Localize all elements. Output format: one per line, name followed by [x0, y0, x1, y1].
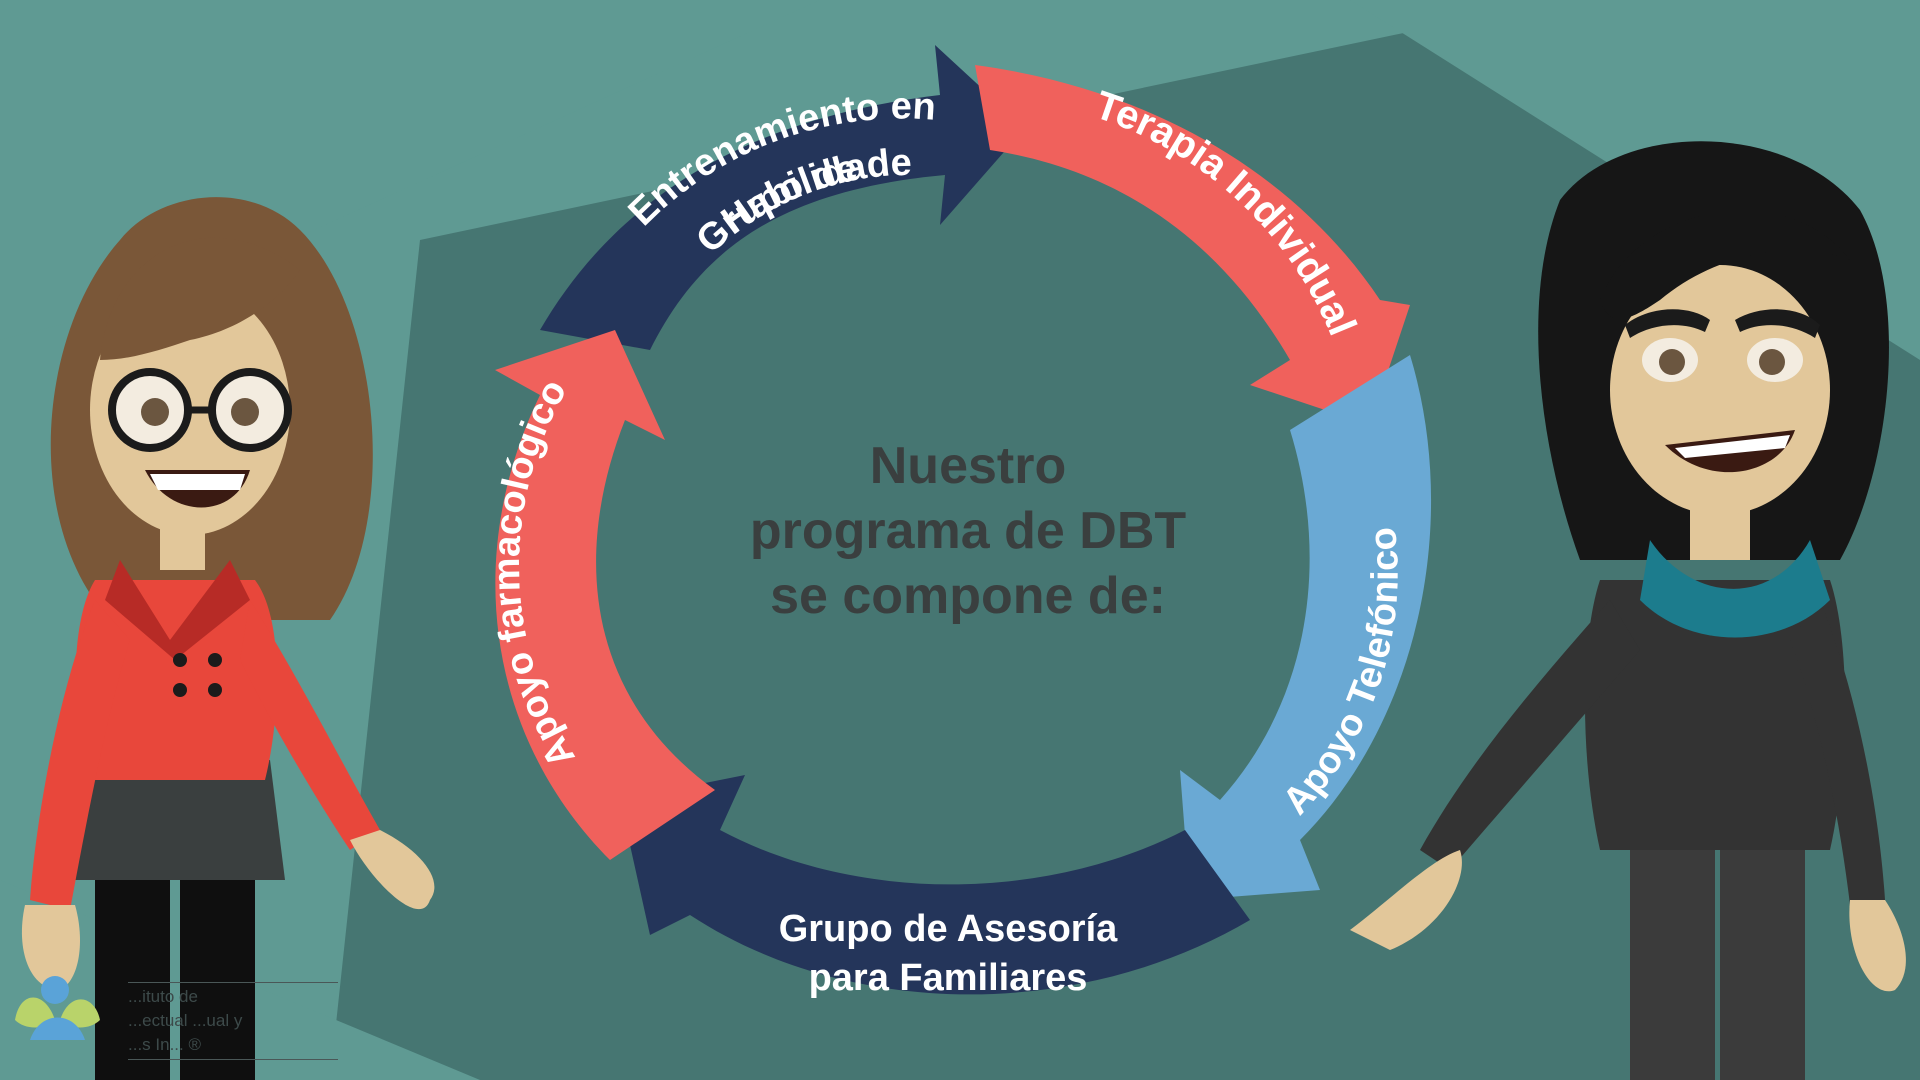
right-character-brow	[1735, 309, 1820, 338]
left-character	[21, 197, 435, 1080]
center-title-line-3: se compone de:	[770, 567, 1166, 625]
logo-text-line: ...ituto de	[128, 987, 198, 1006]
institute-logo	[15, 976, 100, 1040]
left-character-arm	[240, 600, 380, 850]
center-title-line-1: Nuestro	[870, 437, 1066, 495]
family-group-label-2: para Familiares	[809, 957, 1088, 999]
pharma-support-arrow	[495, 330, 715, 860]
cycle-arrows	[495, 45, 1432, 995]
logo-figure-icon	[30, 1017, 85, 1040]
right-character-scarf	[1640, 540, 1830, 638]
individual-therapy-arrow	[975, 65, 1410, 425]
family-group-arrow	[620, 775, 1250, 995]
left-character-collar	[105, 560, 250, 660]
left-character-hand	[21, 905, 80, 990]
right-character-pupil	[1759, 349, 1785, 375]
institute-logo-text: ...ituto de ...ectual ...ual y ...s In..…	[128, 982, 338, 1060]
right-character-arm	[1420, 600, 1640, 870]
logo-figure-icon	[41, 976, 69, 1004]
right-character-pupil	[1659, 349, 1685, 375]
right-character-teeth	[1675, 435, 1790, 458]
left-character-leg	[180, 860, 255, 1080]
left-character-fringe	[100, 237, 300, 360]
right-character-hand	[1350, 850, 1462, 950]
logo-text-line: ...s In... ®	[128, 1035, 201, 1054]
left-character-arm	[30, 600, 130, 910]
left-character-eye	[231, 398, 259, 426]
right-character-brow	[1625, 309, 1710, 338]
center-title-line-2: programa de DBT	[750, 502, 1187, 560]
phone-support-arrow	[1180, 355, 1432, 900]
left-character-hand	[350, 830, 435, 910]
skills-group-arrow	[540, 45, 1025, 350]
right-character-arm	[1790, 600, 1885, 905]
left-character-eye	[141, 398, 169, 426]
right-character-leg	[1630, 830, 1715, 1080]
center-title: Nuestro programa de DBT se compone de:	[750, 437, 1187, 625]
left-character-teeth	[150, 474, 245, 490]
right-character-fringe	[1600, 210, 1850, 319]
jacket-button	[173, 653, 187, 667]
logo-leaf-icon	[15, 997, 55, 1028]
jacket-button	[173, 683, 187, 697]
left-character-skirt	[70, 760, 285, 880]
right-character-leg	[1720, 830, 1805, 1080]
logo-text-line: ...ectual ...ual y	[128, 1011, 243, 1030]
right-character	[1350, 141, 1906, 1080]
jacket-button	[208, 653, 222, 667]
family-group-label-1: Grupo de Asesoría	[779, 908, 1118, 950]
right-character-torso	[1585, 580, 1845, 850]
left-character-jacket	[75, 580, 277, 780]
logo-leaf-icon	[60, 999, 100, 1028]
right-character-hand	[1849, 900, 1906, 992]
jacket-button	[208, 683, 222, 697]
left-character-leg	[95, 860, 170, 1080]
